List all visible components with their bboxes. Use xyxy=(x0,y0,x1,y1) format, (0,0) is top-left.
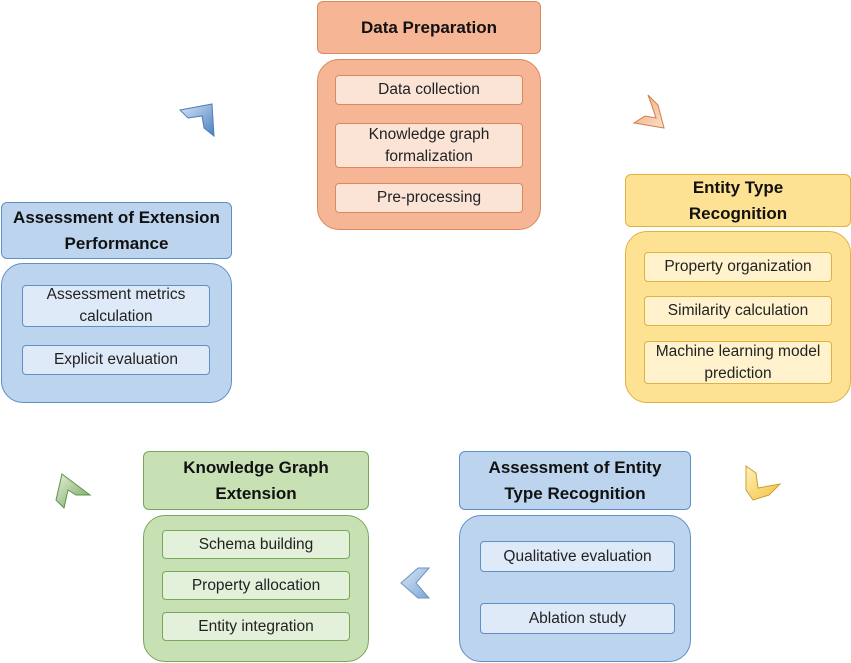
ablation-study-step: Ablation study xyxy=(480,603,675,634)
knowledge-graph-extension-title: Knowledge Graph Extension xyxy=(143,451,369,510)
property-allocation-step: Property allocation xyxy=(162,571,350,600)
chevron-left-icon xyxy=(400,567,431,599)
pre-processing-step: Pre-processing xyxy=(335,183,523,213)
explicit-evaluation-step: Explicit evaluation xyxy=(22,345,210,375)
chevron-up-right-icon xyxy=(178,103,215,138)
data-preparation-title: Data Preparation xyxy=(317,1,541,54)
ml-model-prediction-step: Machine learning model prediction xyxy=(644,341,832,384)
assessment-entity-type-recognition-panel xyxy=(459,515,691,662)
assessment-extension-performance-title: Assessment of Extension Performance xyxy=(1,202,232,259)
property-organization-step: Property organization xyxy=(644,252,832,282)
knowledge-graph-formalization-step: Knowledge graph formalization xyxy=(335,123,523,168)
entity-type-recognition-title: Entity Type Recognition xyxy=(625,174,851,227)
data-collection-step: Data collection xyxy=(335,75,523,105)
qualitative-evaluation-step: Qualitative evaluation xyxy=(480,541,675,572)
schema-building-step: Schema building xyxy=(162,530,350,559)
chevron-right-down-icon xyxy=(632,94,665,129)
chevron-down-left-icon xyxy=(745,465,782,501)
assessment-entity-type-recognition-title: Assessment of Entity Type Recognition xyxy=(459,451,691,510)
chevron-up-left-icon xyxy=(55,473,92,509)
assessment-metrics-calculation-step: Assessment metrics calculation xyxy=(22,285,210,327)
entity-integration-step: Entity integration xyxy=(162,612,350,641)
similarity-calculation-step: Similarity calculation xyxy=(644,296,832,326)
